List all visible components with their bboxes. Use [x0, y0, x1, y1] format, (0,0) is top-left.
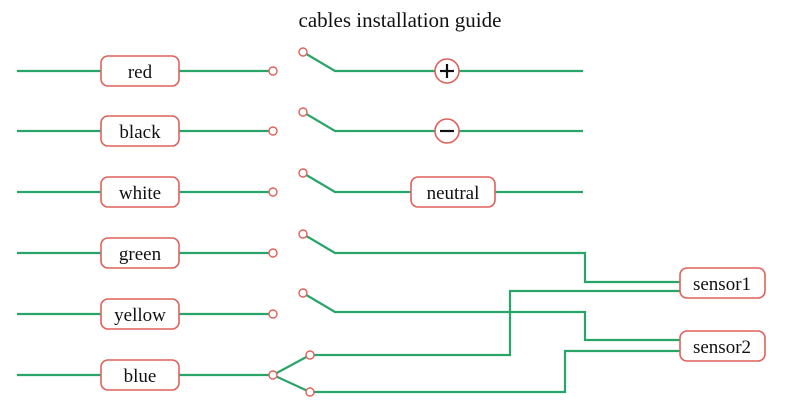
switch-red: [302, 51, 583, 73]
switch-green: [302, 233, 680, 284]
diagram-title: cables installation guide: [298, 8, 502, 32]
sensor1-label: sensor1: [693, 274, 751, 295]
neutral-label: neutral: [427, 183, 480, 204]
cable-label-red-text: red: [128, 62, 153, 83]
terminal-white-switch: [298, 168, 308, 178]
cable-label-black-text: black: [119, 122, 161, 143]
cable-label-yellow: yellow: [100, 298, 180, 330]
cable-label-green-text: green: [119, 244, 162, 265]
cable-label-red: red: [100, 55, 180, 87]
cable-label-black: black: [100, 115, 180, 147]
terminal-blue-lower: [305, 387, 315, 397]
terminal-yellow-switch: [298, 288, 308, 298]
switch-white: [302, 172, 583, 194]
terminals: [268, 47, 315, 397]
sensor2-label: sensor2: [693, 337, 751, 358]
terminal-black-in: [268, 126, 278, 136]
plus-icon: [434, 58, 460, 84]
terminal-blue-upper: [305, 350, 315, 360]
cable-label-yellow-text: yellow: [114, 305, 166, 326]
cable-label-white-text: white: [119, 183, 161, 204]
sensor1-box: sensor1: [679, 267, 766, 299]
terminal-red-in: [268, 66, 278, 76]
switch-yellow: [302, 292, 680, 342]
switch-blue-lower: [272, 349, 680, 394]
terminal-white-in: [268, 187, 278, 197]
switch-black: [302, 111, 583, 133]
terminal-black-switch: [298, 107, 308, 117]
minus-icon: [434, 118, 460, 144]
terminal-yellow-in: [268, 309, 278, 319]
terminal-red-switch: [298, 47, 308, 57]
cable-label-blue-text: blue: [124, 366, 157, 387]
neutral-box: neutral: [410, 176, 496, 208]
sensor2-box: sensor2: [679, 330, 766, 362]
switch-blue-upper: [272, 289, 680, 376]
cable-label-white: white: [100, 176, 180, 208]
terminal-green-switch: [298, 229, 308, 239]
switch-wires: [272, 51, 680, 394]
terminal-green-in: [268, 248, 278, 258]
cable-label-green: green: [100, 237, 180, 269]
terminal-blue-in: [268, 370, 278, 380]
cable-label-blue: blue: [100, 359, 180, 391]
